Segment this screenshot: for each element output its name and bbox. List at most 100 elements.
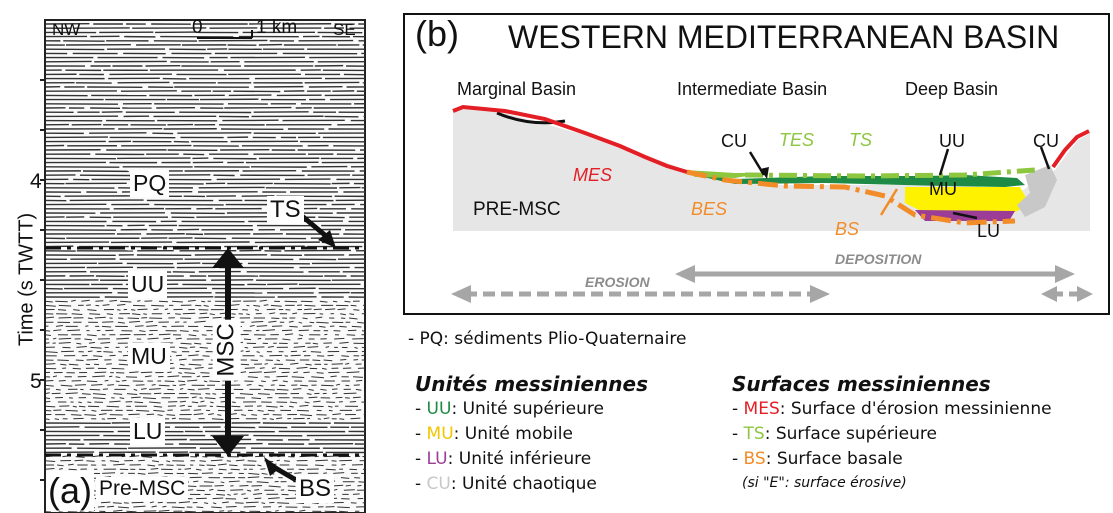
reflector bbox=[199, 346, 208, 349]
reflector bbox=[74, 459, 84, 462]
reflector bbox=[247, 376, 258, 378]
units-key: CU bbox=[426, 474, 451, 494]
y-axis-label: Time (s TWTT) bbox=[15, 212, 38, 347]
surfaces-dash: - bbox=[732, 449, 744, 469]
reflector bbox=[106, 313, 114, 315]
reflector bbox=[345, 484, 351, 487]
reflector bbox=[212, 497, 224, 500]
reflector bbox=[81, 393, 91, 395]
units-row: - MU: Unité mobile bbox=[415, 422, 648, 447]
reflector bbox=[276, 459, 280, 462]
units-text: : Unité inférieure bbox=[447, 449, 592, 469]
reflector bbox=[94, 316, 106, 319]
reflector bbox=[243, 338, 251, 341]
reflector bbox=[254, 489, 260, 491]
reflector bbox=[128, 320, 140, 323]
reflector bbox=[117, 321, 125, 324]
reflector bbox=[120, 300, 132, 303]
reflector bbox=[215, 456, 224, 458]
reflector bbox=[68, 468, 77, 471]
label-pre-msc: PRE-MSC bbox=[473, 199, 561, 220]
reflector bbox=[256, 351, 260, 353]
reflector bbox=[355, 388, 362, 391]
surfaces-text: : Surface supérieure bbox=[764, 424, 937, 444]
reflector bbox=[191, 396, 197, 399]
reflector bbox=[256, 325, 268, 327]
reflector bbox=[211, 418, 224, 420]
reflector bbox=[289, 325, 298, 328]
reflector bbox=[149, 501, 154, 504]
basin-panel: (b) WESTERN MEDITERRANEAN BASIN Marginal… bbox=[403, 13, 1110, 315]
surface-bs-label: BS bbox=[296, 475, 335, 503]
reflector bbox=[148, 333, 154, 336]
unit-pre-msc: Pre-MSC bbox=[96, 477, 189, 501]
reflector bbox=[246, 313, 250, 316]
reflector bbox=[289, 405, 294, 408]
reflector bbox=[361, 354, 365, 357]
reflector bbox=[259, 299, 267, 302]
reflector bbox=[208, 413, 214, 416]
deposition-arrow-left bbox=[675, 265, 695, 283]
reflector bbox=[258, 384, 264, 387]
reflector bbox=[210, 459, 223, 462]
reflector bbox=[254, 497, 262, 500]
reflector bbox=[319, 300, 328, 303]
dir-se: SE bbox=[333, 20, 356, 39]
reflector bbox=[305, 363, 312, 366]
reflector bbox=[241, 414, 247, 416]
reflector bbox=[299, 404, 309, 407]
reflector bbox=[200, 372, 210, 374]
reflector bbox=[153, 308, 159, 311]
reflector bbox=[184, 510, 196, 513]
legend-pq: - PQ: sédiments Plio-Quaternaire bbox=[408, 329, 687, 349]
erosive-note: (si "E": surface érosive) bbox=[742, 475, 907, 491]
reflector bbox=[126, 510, 137, 513]
reflector bbox=[76, 346, 87, 348]
reflector bbox=[240, 363, 250, 366]
reflector bbox=[115, 376, 121, 379]
reflector bbox=[84, 414, 96, 416]
surfaces-key: BS bbox=[743, 449, 766, 469]
reflector bbox=[158, 333, 171, 336]
reflector bbox=[233, 493, 238, 495]
reflector bbox=[151, 460, 159, 463]
reflector bbox=[53, 329, 62, 332]
reflector bbox=[289, 401, 298, 404]
erosion-arrow-right-right bbox=[1077, 286, 1093, 302]
reflector bbox=[153, 405, 163, 408]
reflector bbox=[239, 393, 253, 396]
reflector bbox=[87, 309, 97, 312]
reflector bbox=[193, 409, 202, 411]
reflector bbox=[57, 309, 67, 311]
reflector bbox=[228, 472, 233, 474]
reflector bbox=[254, 309, 260, 311]
reflector bbox=[345, 384, 350, 387]
reflector bbox=[131, 309, 136, 311]
reflector bbox=[302, 317, 308, 320]
reflector bbox=[323, 359, 333, 362]
reflector bbox=[293, 345, 306, 348]
reflector bbox=[116, 337, 130, 340]
reflector bbox=[108, 375, 113, 378]
reflector bbox=[147, 337, 159, 340]
reflector bbox=[204, 502, 209, 504]
reflector bbox=[256, 481, 269, 484]
reflector bbox=[328, 405, 333, 408]
reflector bbox=[288, 320, 294, 323]
reflector bbox=[297, 337, 303, 340]
reflector bbox=[58, 304, 72, 307]
basin-intermediate: Intermediate Basin bbox=[677, 79, 828, 99]
reflector bbox=[166, 460, 171, 463]
reflector bbox=[201, 472, 213, 474]
reflector bbox=[325, 346, 330, 348]
reflector bbox=[247, 476, 260, 479]
bs-surface bbox=[686, 169, 1016, 226]
surfaces-key: MES bbox=[743, 399, 780, 419]
reflector bbox=[321, 384, 334, 387]
reflector bbox=[304, 304, 316, 307]
surfaces-dash: - bbox=[732, 424, 744, 444]
reflector bbox=[294, 472, 302, 474]
reflector bbox=[199, 312, 208, 315]
reflector bbox=[188, 334, 197, 337]
reflector bbox=[325, 468, 336, 471]
